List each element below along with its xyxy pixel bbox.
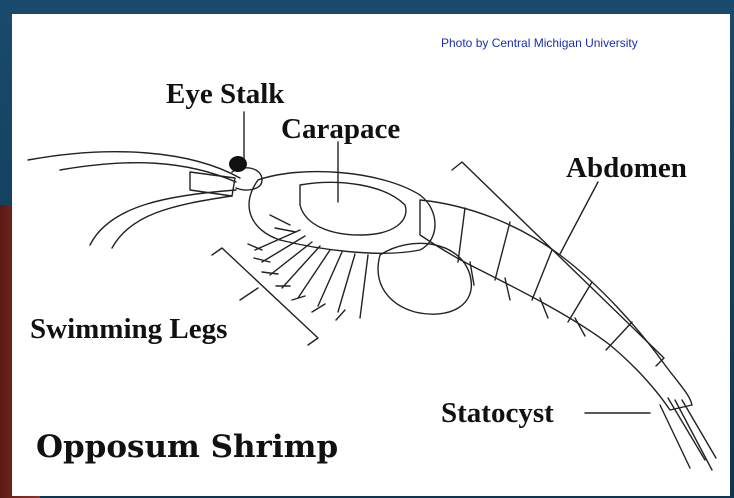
label-statocyst: Statocyst <box>441 399 554 428</box>
swimming-legs <box>248 215 368 320</box>
brood-pouch <box>378 243 471 314</box>
label-abdomen: Abdomen <box>566 154 687 183</box>
label-swimming-legs: Swimming Legs <box>30 315 227 344</box>
photo-credit: Photo by Central Michigan University <box>441 36 638 50</box>
diagram-title: Opposum Shrimp <box>36 432 338 463</box>
segment-line-4 <box>568 282 592 322</box>
segment-line-5 <box>606 322 632 350</box>
segment-line-3 <box>532 250 552 300</box>
antenna-upper-2 <box>60 163 236 182</box>
swimming-legs-leader <box>240 288 258 300</box>
abdomen-leader <box>560 182 598 254</box>
eye <box>229 156 247 172</box>
abdomen-outline <box>420 200 692 410</box>
abdomen-bracket <box>452 162 664 366</box>
carapace-inner <box>300 182 406 235</box>
segment-line-1 <box>458 208 465 262</box>
antenna-lower-2 <box>112 196 232 248</box>
label-carapace: Carapace <box>281 115 400 144</box>
label-eye-stalk: Eye Stalk <box>166 80 284 109</box>
segment-line-2 <box>495 222 510 280</box>
